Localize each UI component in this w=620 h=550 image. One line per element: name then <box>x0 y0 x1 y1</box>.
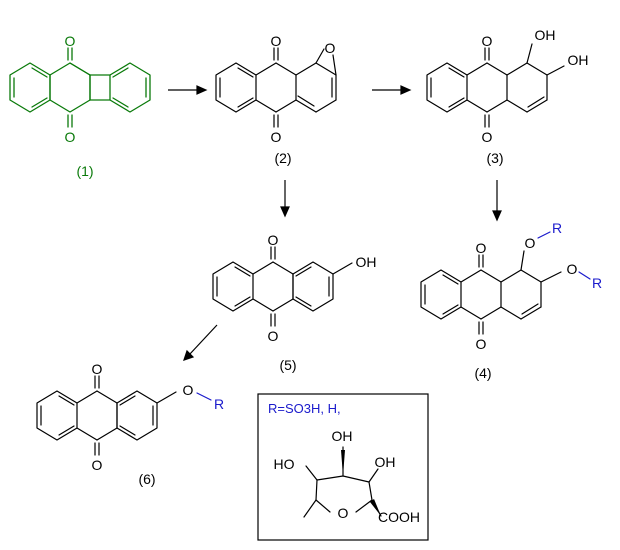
compound-5-oxygen-top: O <box>268 232 279 248</box>
compound-4-structure <box>420 250 562 335</box>
compound-3-oxygen-top: O <box>482 33 493 49</box>
glucuronic-hydroxyl-left: HO <box>274 456 295 472</box>
compound-4-ether-oxygen-1: O <box>525 235 536 251</box>
compound-5-label: (5) <box>279 357 296 373</box>
compound-6-substituent <box>196 392 212 401</box>
compound-1-structure <box>9 47 151 128</box>
compound-4-oxygen-bottom: O <box>476 336 487 352</box>
compound-3-hydroxyl-2: OH <box>568 52 589 68</box>
compound-5-structure <box>212 246 353 327</box>
compound-6-ether-oxygen: O <box>183 382 194 398</box>
compound-6-r-group: R <box>214 396 224 412</box>
compound-6-structure <box>36 375 177 456</box>
compound-3-label: (3) <box>486 150 503 166</box>
compound-3-oxygen-bottom: O <box>482 129 493 145</box>
compound-2-structure <box>215 47 337 128</box>
compound-4-substituent-1 <box>537 231 551 239</box>
r-group-definition: R=SO3H, H, <box>268 401 341 416</box>
compound-2-epoxide-oxygen: O <box>325 40 336 56</box>
compound-5-hydroxyl: OH <box>356 254 377 270</box>
compound-2-oxygen-top: O <box>271 33 282 49</box>
r-group-legend-frame <box>257 393 429 541</box>
compound-5-oxygen-bottom: O <box>268 328 279 344</box>
arrow-3-to-4 <box>492 180 502 222</box>
arrow-2-to-5 <box>280 180 290 218</box>
compound-4-oxygen-top: O <box>476 240 487 256</box>
arrow-1-to-2 <box>168 85 208 95</box>
compound-2-oxygen-bottom: O <box>271 129 282 145</box>
arrow-2-to-3 <box>372 85 412 95</box>
glucuronic-carboxyl: COOH <box>378 509 420 525</box>
compound-4-substituent-2 <box>578 271 591 280</box>
arrow-5-to-6 <box>183 324 218 361</box>
compound-3-structure <box>426 43 565 128</box>
compound-1-oxygen-top: O <box>65 33 76 49</box>
glucuronic-hydroxyl-top: OH <box>332 428 353 444</box>
compound-3-hydroxyl-1: OH <box>535 27 556 43</box>
compound-2-label: (2) <box>274 150 291 166</box>
compound-6-oxygen-top: O <box>92 361 103 377</box>
compound-6-oxygen-bottom: O <box>92 457 103 473</box>
compound-4-ether-oxygen-2: O <box>567 261 578 277</box>
compound-6-label: (6) <box>138 471 155 487</box>
compound-4-r-group-2: R <box>592 275 602 291</box>
compound-1-oxygen-bottom: O <box>65 129 76 145</box>
glucuronic-acid-wedges <box>341 450 381 516</box>
compound-4-label: (4) <box>474 365 491 381</box>
glucuronic-ring-oxygen: O <box>338 505 349 521</box>
compound-1-label: (1) <box>76 163 93 179</box>
compound-4-r-group-1: R <box>552 220 562 236</box>
glucuronic-hydroxyl-right: OH <box>375 454 396 470</box>
